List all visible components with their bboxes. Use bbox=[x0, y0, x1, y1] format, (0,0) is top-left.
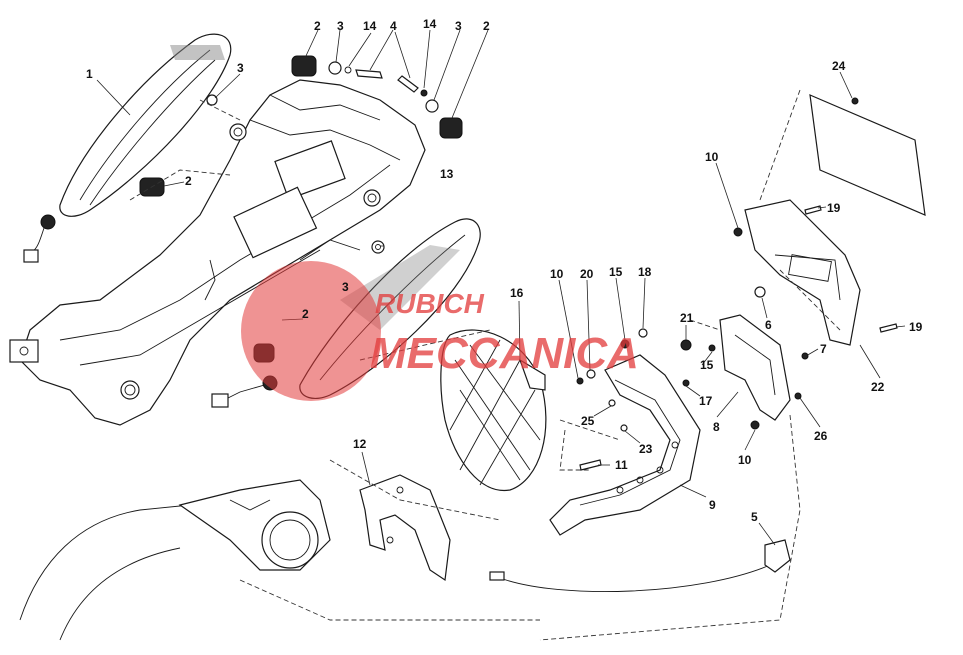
callout-5: 5 bbox=[751, 510, 758, 524]
callout-7: 7 bbox=[820, 342, 827, 356]
watermark-line1: RUBICH bbox=[375, 288, 485, 319]
callout-3: 3 bbox=[337, 19, 344, 33]
connector-left-upper bbox=[23, 214, 56, 263]
callout-25: 25 bbox=[581, 414, 595, 428]
callout-21: 21 bbox=[680, 311, 694, 325]
callout-2: 2 bbox=[483, 19, 490, 33]
callout-14: 14 bbox=[423, 17, 437, 31]
cable-connector bbox=[489, 539, 791, 593]
callout-1: 1 bbox=[86, 67, 93, 81]
watermark-line2: MECCANICA bbox=[370, 329, 639, 378]
callout-4: 4 bbox=[390, 19, 397, 33]
callout-20: 20 bbox=[580, 267, 594, 281]
lower-bracket bbox=[719, 314, 791, 421]
watermark-circle bbox=[241, 261, 381, 401]
callout-26: 26 bbox=[814, 429, 828, 443]
callout-23: 23 bbox=[639, 442, 653, 456]
body-section-lower bbox=[19, 479, 331, 641]
callout-13: 13 bbox=[440, 167, 454, 181]
callout-2: 2 bbox=[314, 19, 321, 33]
callout-15: 15 bbox=[609, 265, 623, 279]
callout-14: 14 bbox=[363, 19, 377, 33]
tail-light bbox=[440, 329, 547, 491]
splash-guard bbox=[359, 474, 451, 582]
side-cover-upper bbox=[59, 33, 232, 217]
callout-11: 11 bbox=[615, 458, 628, 472]
callout-6: 6 bbox=[765, 318, 772, 332]
callout-19: 19 bbox=[909, 320, 923, 334]
callout-10: 10 bbox=[705, 150, 719, 164]
callout-19: 19 bbox=[827, 201, 841, 215]
leader-lines bbox=[96, 29, 906, 546]
callout-16: 16 bbox=[510, 286, 524, 300]
callout-18: 18 bbox=[638, 265, 652, 279]
assembly-lines bbox=[129, 89, 841, 641]
watermark: RUBICH MECCANICA bbox=[241, 261, 639, 401]
right-hardware bbox=[576, 97, 898, 471]
callout-17: 17 bbox=[699, 394, 713, 408]
callout-24: 24 bbox=[832, 59, 846, 73]
callout-3: 3 bbox=[342, 280, 349, 294]
callout-2: 2 bbox=[302, 307, 309, 321]
plate-bracket bbox=[744, 199, 861, 346]
small-hardware bbox=[206, 61, 439, 254]
callout-9: 9 bbox=[709, 498, 716, 512]
callout-labels: 1 2 3 14 4 14 3 2 3 2 13 3 2 16 10 20 15… bbox=[86, 17, 923, 524]
callout-22: 22 bbox=[871, 380, 885, 394]
callout-8: 8 bbox=[713, 420, 720, 434]
callout-3: 3 bbox=[237, 61, 244, 75]
callout-3: 3 bbox=[455, 19, 462, 33]
license-plate bbox=[809, 94, 926, 216]
plate-support-arm bbox=[549, 354, 701, 536]
rear-subframe bbox=[9, 79, 426, 426]
callout-15: 15 bbox=[700, 358, 714, 372]
callout-10: 10 bbox=[738, 453, 752, 467]
callout-12: 12 bbox=[353, 437, 367, 451]
callout-2: 2 bbox=[185, 174, 192, 188]
callout-10: 10 bbox=[550, 267, 564, 281]
